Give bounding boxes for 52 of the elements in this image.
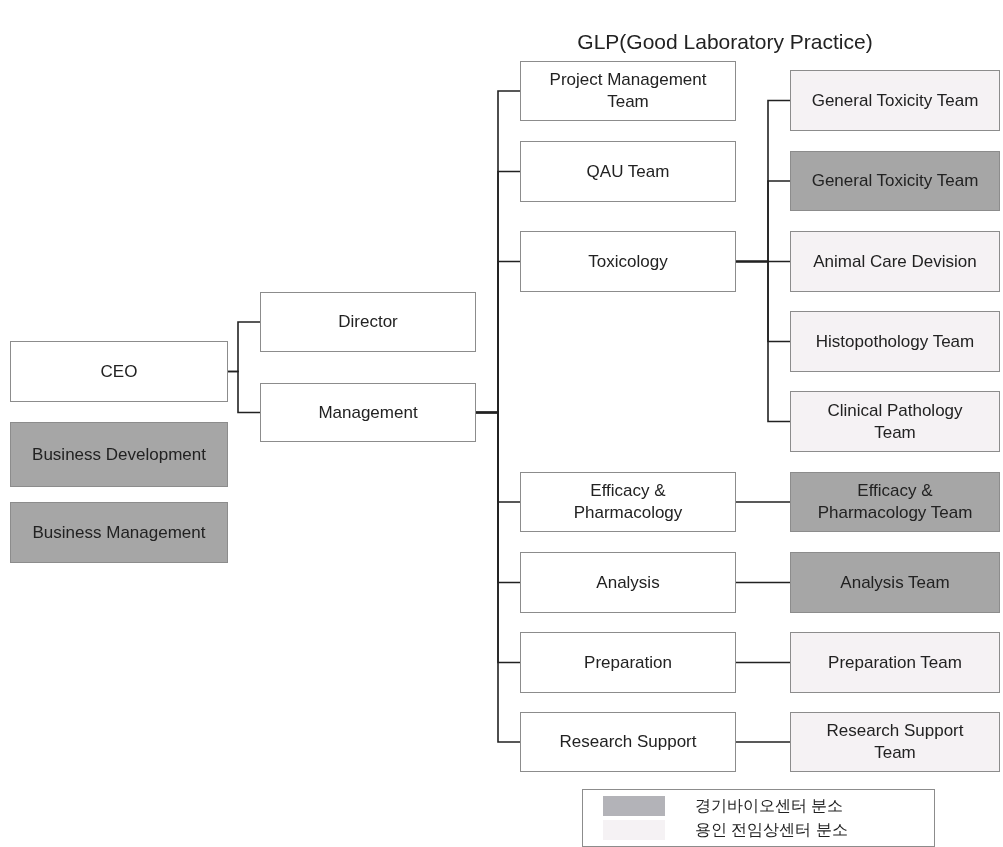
org-box (10, 502, 228, 563)
box-label: Director (338, 311, 398, 333)
box-label: CEO (100, 360, 138, 383)
org-box (790, 472, 1000, 532)
box-label: General Toxicity Team (811, 170, 979, 192)
box-label: Animal Care Devision (813, 250, 977, 273)
box-label: Management (318, 401, 418, 424)
org-box (10, 422, 228, 487)
org-box (520, 552, 736, 613)
org-box (260, 292, 476, 352)
org-box (520, 632, 736, 693)
connector-line (735, 661, 791, 664)
box-label: Analysis Team (840, 571, 950, 594)
title: GLP(Good Laboratory Practice) (576, 29, 874, 55)
box-label: Preparation (584, 651, 672, 674)
org-box (520, 472, 736, 532)
connector-line (735, 741, 791, 743)
org-box (520, 61, 736, 121)
connector-line (735, 501, 791, 503)
org-box (790, 632, 1000, 693)
org-box (790, 712, 1000, 772)
box-label: Histopothology Team (815, 330, 975, 353)
org-box (790, 231, 1000, 292)
org-box (520, 141, 736, 202)
box-label: Analysis (596, 571, 660, 594)
box-label: Efficacy & Pharmacology (572, 480, 684, 524)
box-label: Business Development (32, 443, 206, 466)
box-label: Project Management Team (548, 69, 708, 113)
box-label: Preparation Team (828, 651, 962, 674)
box-label: Efficacy & Pharmacology Team (816, 480, 974, 524)
org-box (790, 70, 1000, 131)
org-box (790, 552, 1000, 613)
connector-line (735, 581, 791, 584)
connector-line (475, 411, 521, 743)
legend-label: 경기바이오센터 분소 (695, 796, 844, 816)
box-label: General Toxicity Team (811, 89, 979, 112)
connector-line (735, 260, 791, 423)
org-box (10, 341, 228, 402)
org-box (260, 383, 476, 442)
box-label: Business Management (32, 521, 206, 544)
org-box (790, 391, 1000, 452)
box-label: Toxicology (588, 250, 668, 273)
box-label: Research Support (559, 731, 697, 753)
box-label: Research Support Team (825, 720, 965, 764)
legend-label: 용인 전임상센터 분소 (695, 820, 848, 840)
connector-line (227, 370, 261, 414)
box-label: QAU Team (586, 160, 670, 183)
org-box (520, 231, 736, 292)
box-label: Clinical Pathology Team (826, 399, 964, 444)
org-box (790, 151, 1000, 211)
org-box (520, 712, 736, 772)
org-box (790, 311, 1000, 372)
